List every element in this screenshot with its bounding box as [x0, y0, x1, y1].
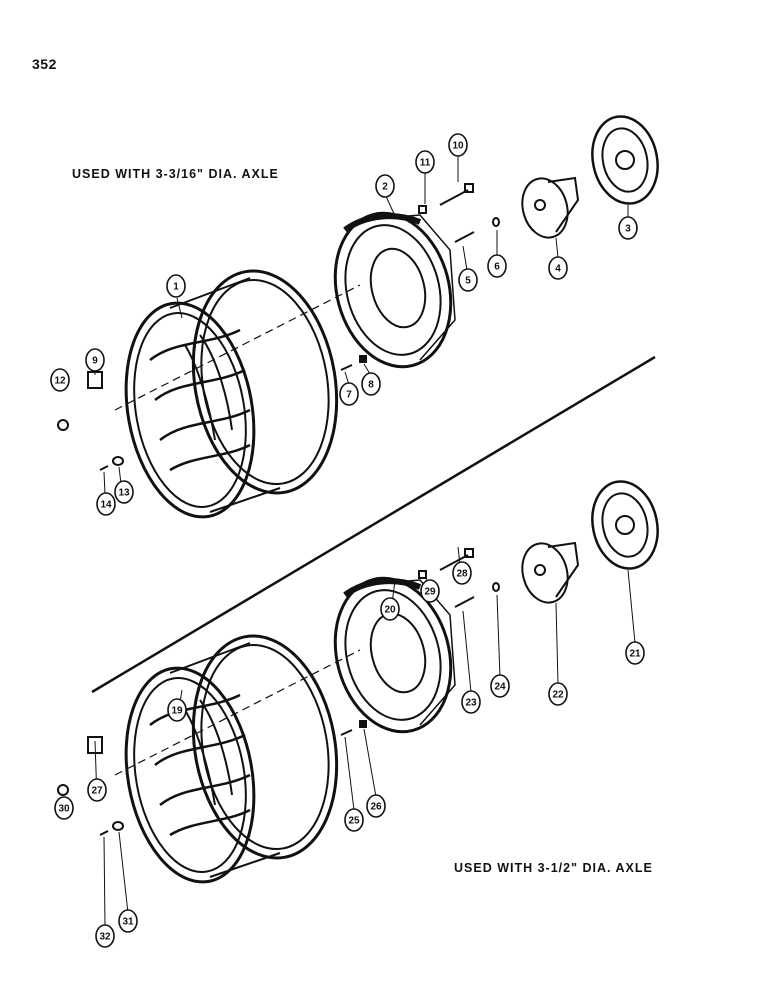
upper-callout-10: 10: [448, 133, 468, 157]
callout-bubble: [548, 682, 568, 706]
callout-number: 4: [555, 264, 561, 275]
lower-callout-25: 25: [344, 808, 364, 832]
callout-number: 30: [58, 804, 70, 815]
callout-number: 8: [368, 380, 374, 391]
callout-number: 31: [122, 917, 134, 928]
upper-callout-3: 3: [618, 216, 638, 240]
callout-bubble: [114, 480, 134, 504]
upper-callout-4: 4: [548, 256, 568, 280]
callout-bubble: [618, 216, 638, 240]
upper-callout-2: 2: [375, 174, 395, 198]
upper-callout-9: 9: [85, 348, 105, 372]
callout-number: 11: [420, 158, 431, 169]
callout-number: 29: [424, 587, 436, 598]
upper-callout-8: 8: [361, 372, 381, 396]
lower-leader-lines: [94, 546, 636, 926]
lower-callout-29: 29: [420, 579, 440, 603]
upper-callout-5: 5: [458, 268, 478, 292]
callout-bubble: [625, 641, 645, 665]
lower-callout-32: 32: [95, 924, 115, 948]
callout-bubble: [361, 372, 381, 396]
callout-bubble: [461, 690, 481, 714]
caption-lower-assembly: USED WITH 3-1/2" DIA. AXLE: [454, 861, 653, 875]
lower-callout-21: 21: [625, 641, 645, 665]
upper-callout-1: 1: [166, 274, 186, 298]
lower-callout-27: 27: [87, 778, 107, 802]
lower-wheel-assembly: [58, 475, 665, 892]
lower-callout-31: 31: [118, 909, 138, 933]
callout-bubble: [375, 174, 395, 198]
callout-number: 26: [370, 802, 382, 813]
callout-bubble: [96, 492, 116, 516]
callout-number: 14: [100, 500, 112, 511]
callout-number: 6: [494, 262, 500, 273]
callout-number: 23: [465, 698, 477, 709]
callout-bubble: [448, 133, 468, 157]
upper-leader-lines: [94, 155, 629, 495]
caption-upper-assembly: USED WITH 3-3/16" DIA. AXLE: [72, 167, 279, 181]
upper-callout-13: 13: [114, 480, 134, 504]
callout-bubble: [344, 808, 364, 832]
callout-number: 2: [382, 182, 388, 193]
upper-callout-11: 11: [415, 150, 435, 174]
lower-callout-20: 20: [380, 597, 400, 621]
callout-number: 9: [92, 356, 98, 367]
upper-callout-12: 12: [50, 368, 70, 392]
callout-bubble: [54, 796, 74, 820]
callout-number: 12: [54, 376, 66, 387]
callout-number: 7: [346, 390, 352, 401]
callout-number: 19: [171, 706, 183, 717]
callout-number: 1: [173, 282, 179, 293]
callout-number: 24: [494, 682, 506, 693]
upper-callout-14: 14: [96, 492, 116, 516]
callout-number: 25: [348, 816, 360, 827]
upper-callout-6: 6: [487, 254, 507, 278]
callout-bubble: [458, 268, 478, 292]
callout-number: 22: [552, 690, 564, 701]
callout-number: 10: [452, 141, 464, 152]
upper-wheel-assembly: [58, 110, 665, 527]
callout-bubble: [366, 794, 386, 818]
callout-bubble: [95, 924, 115, 948]
callout-bubble: [85, 348, 105, 372]
callout-bubble: [380, 597, 400, 621]
callout-bubble: [166, 274, 186, 298]
upper-callout-7: 7: [339, 382, 359, 406]
lower-callout-28: 28: [452, 561, 472, 585]
callout-bubble: [420, 579, 440, 603]
lower-callout-26: 26: [366, 794, 386, 818]
callout-number: 27: [91, 786, 103, 797]
assembly-divider: [91, 355, 656, 694]
callout-bubble: [490, 674, 510, 698]
lower-callout-23: 23: [461, 690, 481, 714]
callout-bubble: [452, 561, 472, 585]
callout-labels: 1234567891011121314192021222324252627282…: [50, 133, 645, 948]
callout-bubble: [487, 254, 507, 278]
page-number: 352: [32, 56, 57, 72]
callout-number: 3: [625, 224, 631, 235]
callout-number: 21: [629, 649, 641, 660]
callout-bubble: [50, 368, 70, 392]
lower-callout-24: 24: [490, 674, 510, 698]
callout-bubble: [415, 150, 435, 174]
lower-callout-30: 30: [54, 796, 74, 820]
callout-number: 32: [99, 932, 111, 943]
lower-callout-19: 19: [167, 698, 187, 722]
callout-number: 5: [465, 276, 471, 287]
lower-callout-22: 22: [548, 682, 568, 706]
callout-bubble: [118, 909, 138, 933]
callout-bubble: [87, 778, 107, 802]
callout-number: 20: [384, 605, 396, 616]
callout-number: 13: [118, 488, 130, 499]
callout-number: 28: [456, 569, 468, 580]
callout-bubble: [548, 256, 568, 280]
callout-bubble: [339, 382, 359, 406]
callout-bubble: [167, 698, 187, 722]
